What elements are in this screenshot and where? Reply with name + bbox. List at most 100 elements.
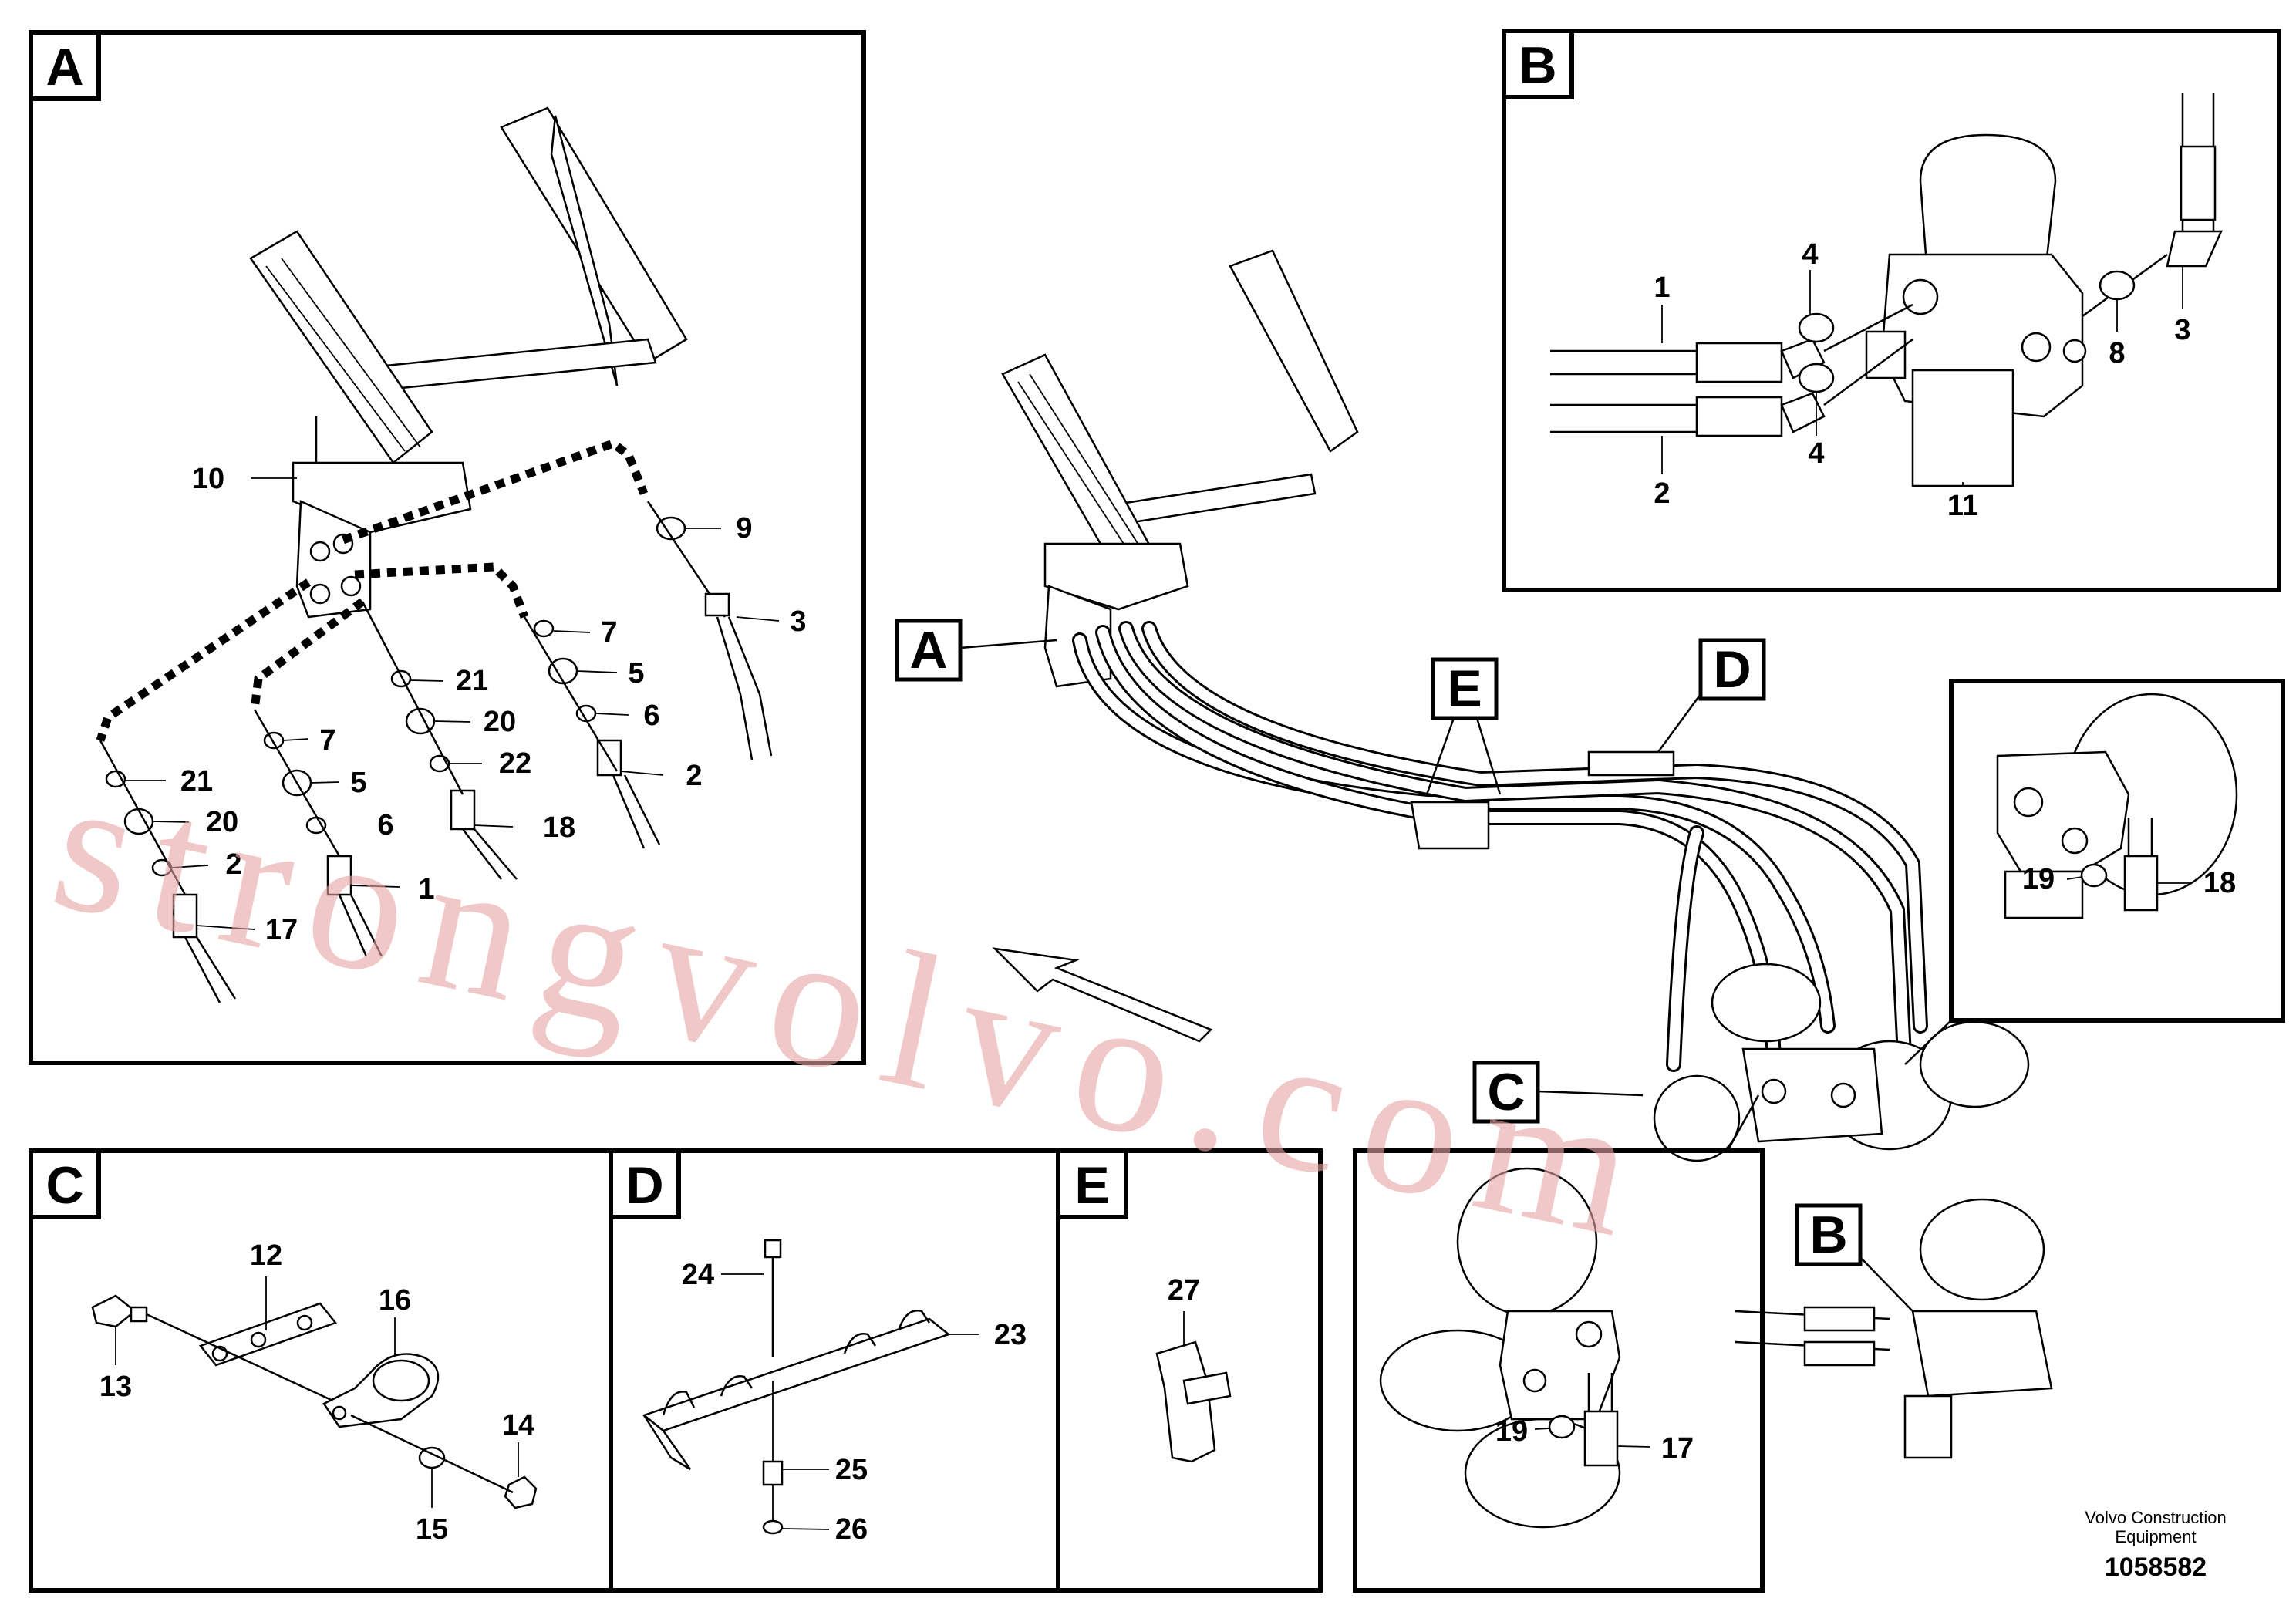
hose-path-a4 xyxy=(250,598,366,710)
callout-b-2: 2 xyxy=(1654,477,1670,510)
overview-valves xyxy=(1653,963,2053,1459)
callout-c-13: 13 xyxy=(99,1371,132,1403)
callout-d-23: 23 xyxy=(994,1319,1027,1351)
panel-a-frame xyxy=(29,30,866,1065)
overview-tag-d: D xyxy=(1657,638,1766,753)
detail-bottom-frame xyxy=(1353,1148,1765,1593)
callout-7: 7 xyxy=(601,616,617,649)
callout-detail-bottom-19: 19 xyxy=(1495,1415,1528,1448)
detail-top: 19 18 xyxy=(1904,679,2285,1065)
callout-17: 17 xyxy=(265,914,298,946)
spacer-25 xyxy=(762,1460,784,1486)
svg-text:C: C xyxy=(1487,1063,1525,1121)
panel-d-letter: D xyxy=(625,1156,663,1215)
callout-b-4a: 4 xyxy=(1802,238,1818,271)
panel-a: A xyxy=(29,30,866,1065)
callout-21: 21 xyxy=(456,665,488,697)
bolt-13 xyxy=(91,1294,137,1328)
callout-b-3: 3 xyxy=(2174,314,2190,346)
callout-b-1: 1 xyxy=(1654,271,1670,304)
callout-b-4b: 4 xyxy=(1808,437,1824,470)
panel-a-letter: A xyxy=(46,38,83,96)
tie-27 xyxy=(1155,1340,1216,1463)
valve-assembly-b xyxy=(1865,93,2223,487)
callout-18: 18 xyxy=(543,811,575,844)
detail-bottom: 19 17 xyxy=(1353,1094,1765,1593)
callout-c-12: 12 xyxy=(250,1239,282,1272)
overview-tag-b: B xyxy=(1795,1203,1913,1312)
footer-brand-2: Equipment xyxy=(2115,1527,2196,1546)
panel-c-badge xyxy=(29,1148,101,1219)
callout-c-15: 15 xyxy=(416,1513,448,1546)
footer-brand: Volvo Construction xyxy=(2085,1508,2226,1527)
svg-text:A: A xyxy=(909,621,947,679)
callout-d-24: 24 xyxy=(682,1259,714,1291)
detail-top-frame xyxy=(1949,679,2285,1023)
callout-2b: 2 xyxy=(225,848,241,881)
nut-14 xyxy=(504,1475,538,1509)
callout-5b: 5 xyxy=(350,767,366,799)
callout-d-25: 25 xyxy=(835,1454,868,1486)
hose-path-a1 xyxy=(342,438,649,545)
overview-tag-a: A xyxy=(895,619,1057,682)
footer: Volvo Construction Equipment 1058582 xyxy=(2085,1508,2226,1582)
panel-e-letter: E xyxy=(1074,1156,1109,1215)
callout-20: 20 xyxy=(484,706,516,738)
callout-6b: 6 xyxy=(377,809,393,841)
callout-20b: 20 xyxy=(206,806,238,838)
svg-text:B: B xyxy=(1809,1206,1847,1264)
panel-b-frame xyxy=(1502,29,2281,592)
bolt-24 xyxy=(764,1239,782,1259)
overview: A E D C B xyxy=(895,249,2053,1459)
callout-21b: 21 xyxy=(180,765,213,798)
panel-c: C 12 16 13 14 15 xyxy=(29,1148,613,1593)
callout-b-8: 8 xyxy=(2109,337,2125,369)
leaders-a xyxy=(125,477,780,930)
panel-b-badge xyxy=(1502,29,1574,99)
panel-e-frame xyxy=(1056,1148,1323,1593)
drawing-number: 1058582 xyxy=(2105,1553,2207,1582)
pedal-assembly-a xyxy=(249,106,688,619)
callout-10: 10 xyxy=(192,463,224,495)
callout-c-16: 16 xyxy=(379,1284,411,1317)
overview-pedal xyxy=(1001,249,1359,688)
callout-d-26: 26 xyxy=(835,1513,868,1546)
callout-detail-bottom-17: 17 xyxy=(1661,1432,1694,1465)
callout-3: 3 xyxy=(790,605,806,638)
panel-a-badge xyxy=(29,30,101,101)
callouts-a: 10 9 3 7 5 6 2 21 20 22 18 1 7 5 6 21 20… xyxy=(180,463,807,946)
panel-c-letter: C xyxy=(46,1156,83,1215)
hose-path-a2 xyxy=(354,562,529,619)
callout-7b: 7 xyxy=(319,724,335,757)
panel-d: D 24 23 25 26 xyxy=(609,1148,1060,1593)
bracket-23 xyxy=(642,1317,951,1432)
callout-detail-top-19: 19 xyxy=(2022,863,2055,895)
callout-detail-top-18: 18 xyxy=(2203,867,2236,899)
overview-tag-e: E xyxy=(1425,657,1502,795)
forward-arrow xyxy=(992,947,1213,1043)
overview-bracket-d xyxy=(1587,750,1675,777)
leaders-b xyxy=(1661,266,2183,486)
callout-5: 5 xyxy=(628,657,644,690)
panel-e: E 27 xyxy=(1056,1148,1323,1593)
hoses-b xyxy=(1550,303,1913,437)
nut-26 xyxy=(762,1519,784,1535)
svg-text:E: E xyxy=(1447,659,1482,718)
svg-text:D: D xyxy=(1713,640,1751,699)
panel-b-letter: B xyxy=(1519,36,1556,95)
callout-22: 22 xyxy=(499,747,531,780)
panel-b: B xyxy=(1502,29,2281,592)
callout-b-11: 11 xyxy=(1947,490,1978,522)
fittings-a xyxy=(99,501,773,1003)
overview-tag-c: C xyxy=(1472,1061,1644,1124)
callouts-b: 1 4 4 2 11 8 3 xyxy=(1654,238,2190,522)
overview-hoses xyxy=(1072,621,1928,1080)
panel-d-badge xyxy=(609,1148,681,1219)
callout-1: 1 xyxy=(418,873,434,905)
callout-6: 6 xyxy=(643,700,659,732)
callout-2: 2 xyxy=(686,760,702,792)
callout-e-27: 27 xyxy=(1168,1274,1200,1307)
callout-9: 9 xyxy=(736,512,752,545)
callout-c-14: 14 xyxy=(502,1409,534,1442)
